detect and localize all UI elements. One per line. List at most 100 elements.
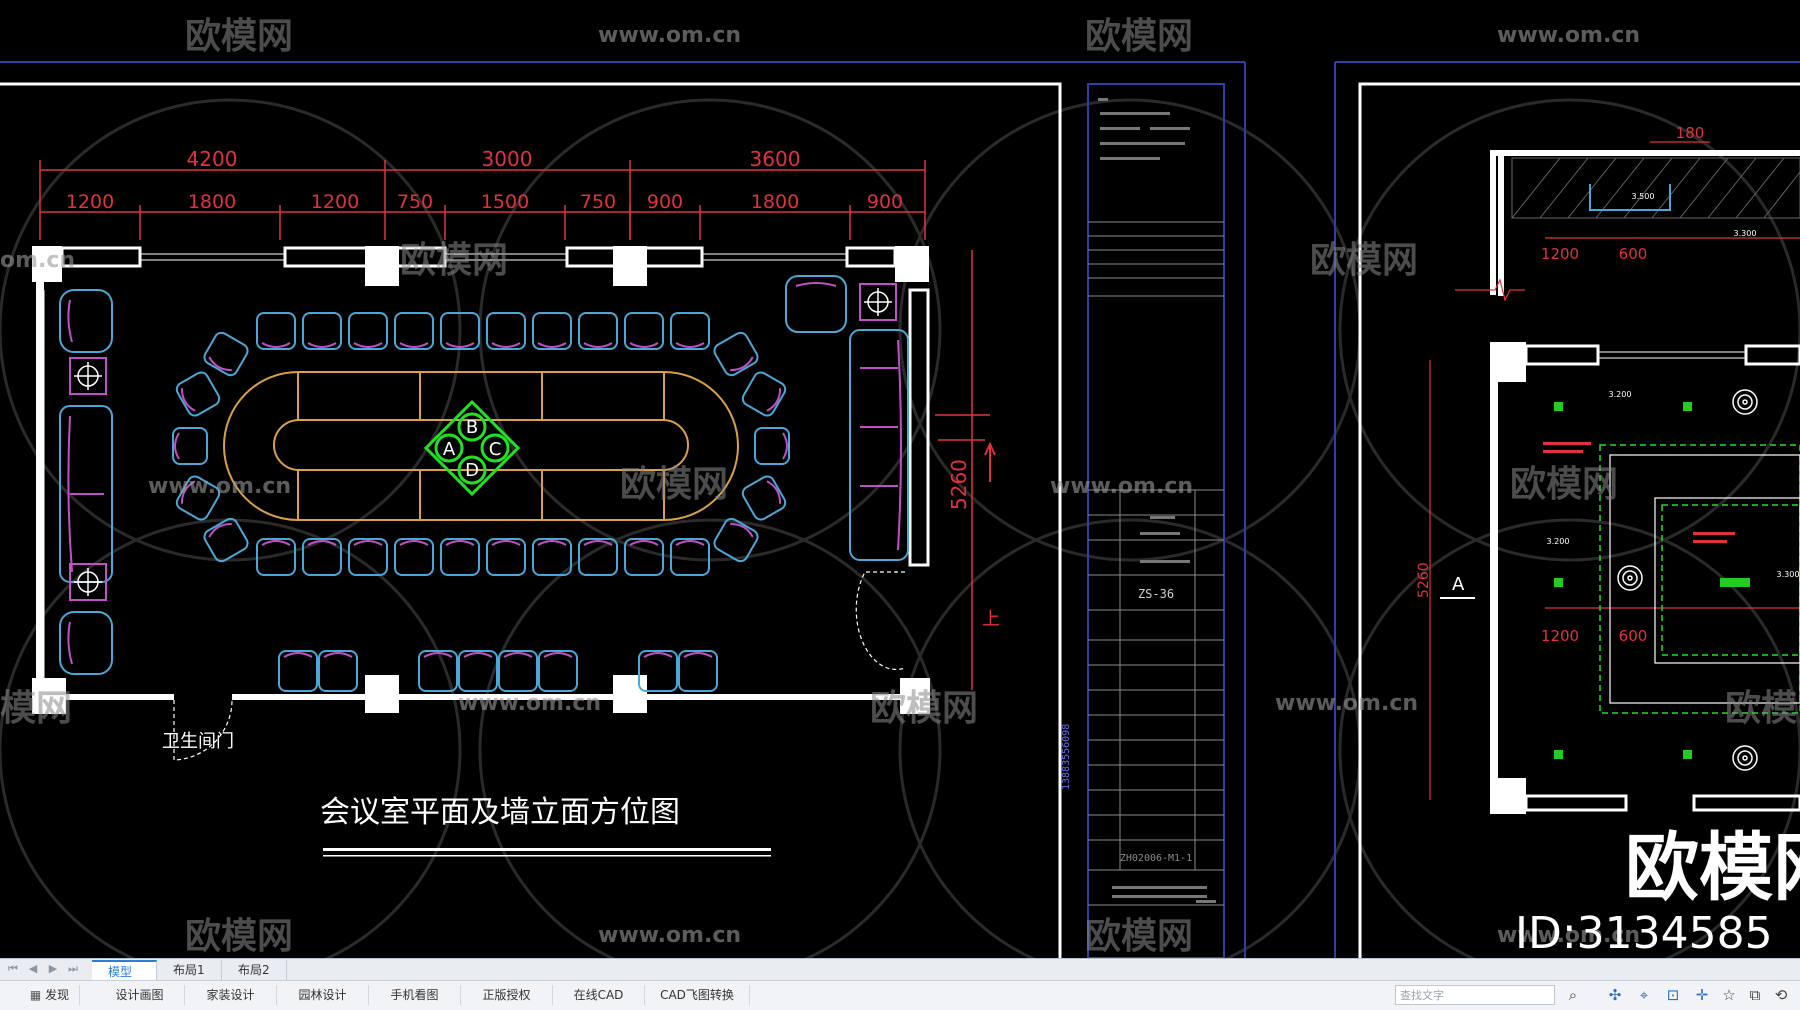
dimension-sub-value: 750 [397,191,433,213]
watermark-brand-text: 欧模网 [870,688,978,729]
search-text-input[interactable] [1395,985,1555,1005]
right-view-dim-value-lower: 600 [1619,627,1648,645]
watermark-brand-text: 欧模网 [1725,688,1800,729]
discover-button-label: 发现 [45,988,70,1002]
dimension-sub-value: 900 [867,191,903,213]
cube-icon[interactable]: ⧉ [1749,986,1761,1004]
watermark-brand-text: 欧模网 [185,16,293,57]
dimension-line-side [935,250,990,690]
settings-icon[interactable]: ⟲ [1774,986,1788,1004]
cad-drawing-svg: ZS-36 ZH02006-M1-1 13883556098 4200 3000… [0,16,1800,958]
room-windows [60,246,930,567]
search-icon[interactable]: ⌕ [1568,986,1578,1004]
ceiling-outline [1599,444,1800,714]
discover-button[interactable]: ▦ 发现 [20,985,80,1005]
elevation-labels: 3.500 3.300 3.200 3.200 3.300 [1547,192,1800,579]
dimension-lines-top [39,160,926,240]
chair [302,538,342,576]
home-design-button[interactable]: 家装设计 [185,985,277,1005]
sofa-inner [67,282,902,665]
star-icon[interactable]: ☆ [1722,986,1736,1004]
prev-tab-icon[interactable]: ◀ [28,962,38,975]
dimension-sub-value: 1500 [481,191,529,213]
watermark-url-text: www.om.cn [458,691,601,716]
crosshair-icon[interactable]: ✛ [1695,986,1709,1004]
watermark-url-text: www.om.cn [1050,474,1193,499]
plan-title: 会议室平面及墙立面方位图 [320,795,680,830]
right-view-dim-values: 180 1200 600 1200 600 [1541,124,1704,645]
design-draw-button[interactable]: 设计画图 [95,985,185,1005]
chair [578,312,618,350]
chair [394,538,434,576]
chair [741,371,787,417]
zone-label: D [465,460,479,481]
title-block-fine-print [1098,98,1216,903]
chair [670,538,710,576]
chair [624,538,664,576]
right-view-dim-value: 600 [1619,245,1648,263]
chair [256,538,296,576]
chair [713,331,759,377]
chair [532,312,572,350]
right-view-beam [1589,184,1671,211]
last-tab-icon[interactable]: ⏭ [68,962,78,975]
tab-layout1[interactable]: 布局1 [157,960,222,980]
chair [578,538,618,576]
ortho-icon[interactable]: ⌖ [1639,986,1649,1004]
inner-borders [0,82,1800,958]
dimension-values-top: 4200 3000 3600 [187,147,801,171]
upper-mark: 上 [982,609,1000,630]
chair [713,517,759,563]
watermark-brand-partial: 模网 [0,688,72,729]
conference-table [223,371,739,521]
cad-drawing-canvas[interactable]: ZS-36 ZH02006-M1-1 13883556098 4200 3000… [0,0,1800,958]
snap-icon[interactable]: ✣ [1608,986,1622,1004]
right-view-dim-value-lower: 1200 [1541,627,1579,645]
first-tab-icon[interactable]: ⏮ [8,962,18,975]
chair [394,312,434,350]
ceiling-inner [1609,454,1800,704]
watermark-brand-large: 欧模网 [1625,825,1800,911]
cad-convert-button[interactable]: CAD飞图转换 [645,985,750,1005]
watermark-url-text: www.om.cn [1275,691,1418,716]
license-button[interactable]: 正版授权 [461,985,553,1005]
chair [175,371,221,417]
title-block-grid [1088,221,1224,906]
right-view-windows [1524,344,1800,812]
mobile-view-button[interactable]: 手机看图 [369,985,461,1005]
grid-toggle-icon[interactable]: ⊡ [1666,986,1680,1004]
chair [256,312,296,350]
chair [458,650,498,692]
garden-design-button[interactable]: 园林设计 [277,985,369,1005]
window-glass [43,253,847,680]
dimension-sub-value: 750 [580,191,616,213]
watermark-url-text: www.om.cn [598,923,741,948]
tab-layout2[interactable]: 布局2 [222,960,287,980]
chair [486,312,526,350]
tab-model[interactable]: 模型 [92,960,157,980]
chair [741,475,787,521]
dimension-side-value: 5260 [947,459,971,510]
chair [440,538,480,576]
right-view-hatch [1511,157,1800,219]
chair [203,517,249,563]
side-lamps [74,288,892,596]
next-tab-icon[interactable]: ▶ [48,962,58,975]
watermark-brand-text: 欧模网 [620,464,728,505]
chairs [172,312,790,692]
chair [203,331,249,377]
chair [638,650,678,692]
chair [318,650,358,692]
watermark-brand-text: 欧模网 [1085,916,1193,957]
sheet-frames [0,61,1800,958]
chair [486,538,526,576]
online-cad-button[interactable]: 在线CAD [553,985,645,1005]
layout-tab-bar: ⏮ ◀ ▶ ⏭ 模型 布局1 布局2 [0,958,1800,981]
title-underline-thick [323,848,771,851]
dimension-sub-value: 1800 [188,191,236,213]
elevation-label: 3.200 [1609,390,1632,399]
elevation-label: 3.500 [1632,192,1655,201]
watermark-url-text: www.om.cn [148,474,291,499]
right-view-dims [1429,141,1800,800]
watermark-brand-text: 欧模网 [400,240,508,281]
